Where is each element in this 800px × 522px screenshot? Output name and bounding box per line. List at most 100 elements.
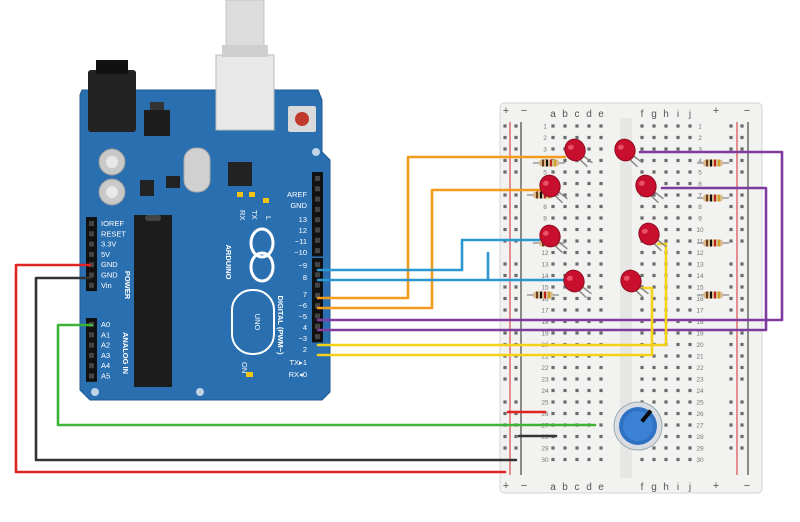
led-highlight [567,144,574,150]
breadboard-hole [652,216,656,220]
row-number: 19 [696,331,704,338]
row-number: 30 [541,457,549,464]
breadboard-hole [676,446,680,450]
breadboard-hole [688,135,692,140]
breadboard-hole [587,388,591,393]
breadboard-hole [599,124,603,128]
digital-header-upper-body [312,172,323,257]
breadboard-hole [575,227,579,232]
resistor-band [714,291,716,299]
digital-pin-label: 8 [303,273,307,282]
breadboard-hole [587,377,591,381]
breadboard-hole [599,411,603,416]
breadboard-hole [563,377,567,381]
digital-pin-label: AREF [287,190,307,199]
rail-hole [729,308,733,312]
wire-pin6-orange [316,188,552,310]
logo-loop [249,227,275,259]
column-letter: d [586,482,592,493]
led-icon [614,138,643,168]
breadboard-hole [563,181,567,186]
breadboard-hole [575,250,579,255]
rail-hole [729,296,733,301]
header-pin [315,217,320,223]
breadboard-hole [587,308,591,312]
rail-hole [729,285,733,289]
breadboard-hole [676,273,680,278]
breadboard-hole [640,388,644,393]
rail-hole [514,434,518,439]
voltage-regulator [144,110,170,136]
digital-pin-label: 7 [303,290,307,299]
arduino-board [79,89,331,401]
breadboard-hole [551,331,555,335]
column-letter: g [651,482,657,493]
header-pin [89,342,94,348]
breadboard-hole [664,181,668,186]
breadboard-hole [676,411,680,416]
breadboard-hole [688,273,692,278]
column-letter: g [651,109,657,120]
digital-pin-label: 4 [303,323,307,332]
breadboard-hole [640,319,644,324]
rail-hole [740,204,744,209]
breadboard: +−+−+−+−aabbccddeeffgghhiijj112233445566… [499,102,763,494]
column-letter: f [641,482,644,493]
row-number: 17 [696,308,704,315]
wire-pin5-purple [316,150,784,322]
breadboard-hole [676,354,680,358]
breadboard-hole [551,170,555,174]
breadboard-hole [688,239,692,243]
breadboard-hole [599,193,603,197]
row-number: 20 [696,342,704,349]
digital-pin-label: 2 [303,345,307,354]
breadboard-hole [563,411,567,416]
breadboard-hole [652,388,656,393]
breadboard-hole [599,227,603,232]
rail-sign-label: − [521,105,527,117]
row-number: 12 [541,250,549,257]
breadboard-hole [688,170,692,174]
row-number: 27 [696,423,704,430]
breadboard-hole [551,135,555,140]
power-pin-label: 5V [101,250,110,259]
breadboard-hole [587,319,591,324]
small-chip [166,176,180,188]
digital-pin-label: 12 [299,226,307,235]
rail-hole [514,411,518,416]
digital-pin-label: TX▸1 [289,358,307,367]
resistor-band [714,194,716,202]
breadboard-hole [688,262,692,266]
rail-hole [729,446,733,450]
breadboard-hole [676,434,680,439]
breadboard-hole [664,170,668,174]
resistor-band [544,291,546,299]
wire-5v-red [14,263,507,474]
breadboard-hole [664,158,668,163]
breadboard-hole [575,170,579,174]
breadboard-hole [688,227,692,232]
breadboard-hole [640,170,644,174]
column-letter: i [677,482,679,493]
rail-sign-label: − [744,105,750,117]
power-pin-label: Vin [101,281,112,290]
column-letter: j [688,109,691,120]
digital-pin-label: ~5 [298,312,307,321]
on-label: ON [240,362,249,373]
breadboard-hole [688,457,692,462]
header-pin [89,332,94,338]
breadboard-hole [676,124,680,128]
row-number: 5 [543,170,547,177]
breadboard-hole [551,308,555,312]
row-number: 22 [696,365,704,372]
rail-hole [503,273,507,278]
analog-pin-label: A1 [101,330,110,339]
breadboard-hole [563,170,567,174]
led-highlight [641,228,648,234]
breadboard-hole [599,331,603,335]
breadboard-hole [652,262,656,266]
header-pin [315,176,320,181]
rail-hole [503,308,507,312]
breadboard-hole [688,342,692,347]
breadboard-hole [676,388,680,393]
